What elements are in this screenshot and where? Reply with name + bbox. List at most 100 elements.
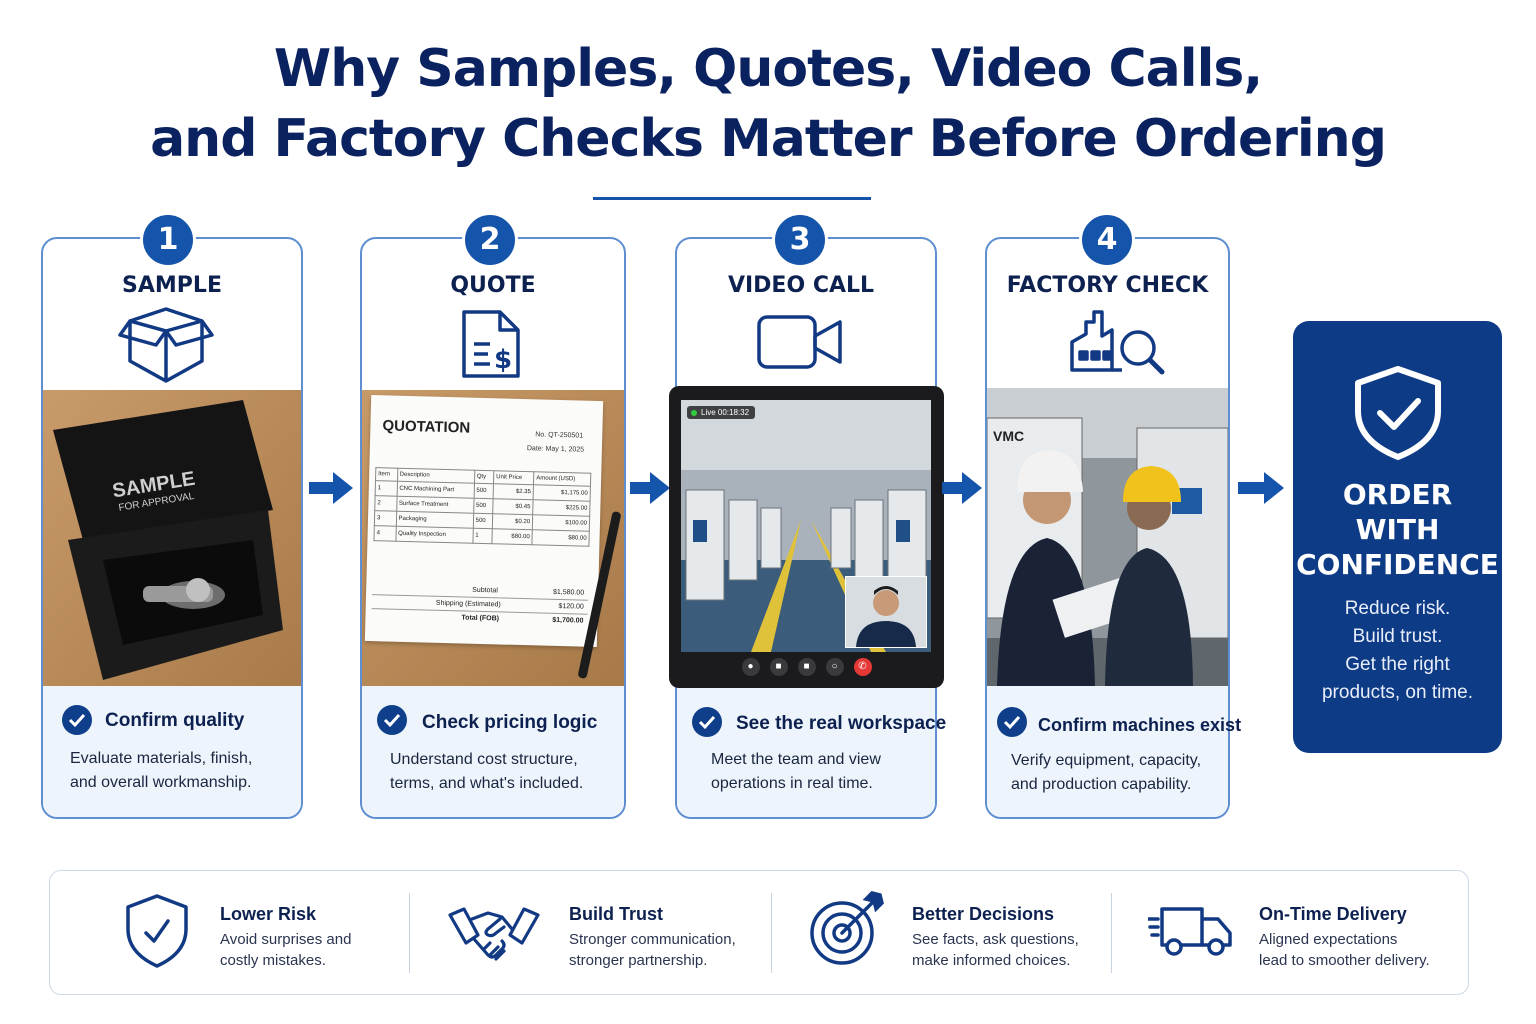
benefit-desc-line: costly mistakes. <box>220 952 326 969</box>
delivery-truck-icon <box>1146 905 1234 962</box>
step-heading-factory-check: Confirm machines exist <box>1038 715 1242 735</box>
final-title-line: ORDER <box>1342 478 1453 511</box>
check-icon <box>692 707 722 737</box>
step-desc-sample: Evaluate materials, finish, and overall … <box>70 747 252 795</box>
quotation-cell: $225.00 <box>532 499 591 517</box>
factory-search-icon <box>1068 306 1166 381</box>
step-title-quote: QUOTE <box>450 273 536 298</box>
step-number-2: 2 <box>462 212 518 268</box>
benefit-desc-build-trust: Stronger communication, stronger partner… <box>569 929 736 971</box>
total-value: $1,700.00 <box>552 616 584 625</box>
quotation-photo: QUOTATION No. QT-250501 Date: May 1, 202… <box>362 390 624 686</box>
microphone-icon[interactable]: ● <box>741 658 760 676</box>
arrow-right-icon <box>628 468 672 513</box>
benefit-desc-line: Avoid surprises and <box>220 931 352 948</box>
quotation-cell: 3 <box>374 510 397 527</box>
step-desc-factory-check: Verify equipment, capacity, and producti… <box>1011 749 1201 797</box>
check-icon <box>377 705 407 735</box>
benefit-desc-line: make informed choices. <box>912 952 1071 969</box>
end-call-icon[interactable]: ✆ <box>853 658 872 676</box>
order-with-confidence-panel: ORDER WITH CONFIDENCE Reduce risk. Build… <box>1293 321 1502 753</box>
step-desc-line: Evaluate materials, finish, <box>70 750 253 767</box>
title-line-1: Why Samples, Quotes, Video Calls, <box>273 39 1263 99</box>
step-number-4: 4 <box>1079 212 1135 268</box>
title-line-2: and Factory Checks Matter Before Orderin… <box>150 109 1387 169</box>
benefit-desc-line: Stronger communication, <box>569 931 736 948</box>
step-desc-video-call: Meet the team and view operations in rea… <box>711 748 881 796</box>
final-title-line: CONFIDENCE <box>1296 548 1499 581</box>
total-label: Total (FOB) <box>461 614 500 623</box>
quotation-cell: 500 <box>473 498 494 514</box>
target-icon <box>808 891 884 972</box>
check-icon <box>997 707 1027 737</box>
step-desc-line: Understand cost structure, <box>390 751 578 768</box>
quotation-number: No. QT-250501 <box>535 431 584 440</box>
step-title-sample: SAMPLE <box>122 273 222 298</box>
title-underline <box>593 197 871 200</box>
live-timer-badge: Live 00:18:32 <box>687 406 756 419</box>
open-box-icon <box>118 305 214 390</box>
final-subtitle: Reduce risk. Build trust. Get the right … <box>1293 595 1502 707</box>
final-subtitle-line: Get the right <box>1345 654 1450 675</box>
step-heading-video-call: See the real workspace <box>736 713 947 734</box>
handshake-icon <box>448 905 540 970</box>
step-desc-line: and production capability. <box>1011 776 1192 793</box>
machine-label: VMC <box>993 428 1025 444</box>
quotation-column-header: Item <box>375 467 398 482</box>
quotation-cell: $2.35 <box>493 483 534 500</box>
final-subtitle-line: Reduce risk. <box>1344 598 1451 619</box>
final-title-line: WITH <box>1355 513 1440 546</box>
factory-inspection-photo: VMC <box>987 388 1228 686</box>
self-view-thumbnail <box>845 576 927 648</box>
final-subtitle-line: products, on time. <box>1321 682 1474 703</box>
svg-text:$: $ <box>494 345 512 375</box>
benefit-title-build-trust: Build Trust <box>569 904 663 924</box>
quotation-cell: Quality Inspection <box>395 526 473 544</box>
quotation-column-header: Unit Price <box>493 470 534 485</box>
quotation-cell: 1 <box>375 480 398 497</box>
quotation-cell: $80.00 <box>491 528 533 545</box>
benefits-strip: Lower Risk Avoid surprises and costly mi… <box>49 870 1469 995</box>
benefit-desc-line: stronger partnership. <box>569 952 708 969</box>
quotation-cell: $0.45 <box>492 498 534 515</box>
subtotal-label: Subtotal <box>472 586 498 595</box>
quotation-cell: 1 <box>472 528 493 544</box>
screen-share-icon[interactable]: ■ <box>797 658 816 676</box>
quotation-date: Date: May 1, 2025 <box>526 445 585 454</box>
quotation-cell: 500 <box>473 483 494 499</box>
shipping-value: $120.00 <box>558 602 584 611</box>
quotation-cell: $0.20 <box>492 513 533 530</box>
quotation-cell: $100.00 <box>532 514 590 532</box>
page-title: Why Samples, Quotes, Video Calls, and Fa… <box>0 34 1536 174</box>
more-options-icon[interactable]: ○ <box>825 658 844 676</box>
step-desc-line: Verify equipment, capacity, <box>1011 752 1202 769</box>
step-desc-quote: Understand cost structure, terms, and wh… <box>390 748 583 796</box>
camera-icon[interactable]: ■ <box>769 658 788 676</box>
quotation-cell: $1,175.00 <box>533 484 591 502</box>
video-call-tablet: Live 00:18:32 ● ■ ■ ○ ✆ <box>669 386 944 688</box>
step-title-video-call: VIDEO CALL <box>727 273 875 298</box>
quotation-cell: 4 <box>373 525 396 542</box>
arrow-right-icon <box>307 468 355 513</box>
quotation-title: QUOTATION <box>382 417 471 437</box>
quotation-cell: 2 <box>374 495 397 512</box>
arrow-right-icon <box>940 468 984 513</box>
benefit-desc-lower-risk: Avoid surprises and costly mistakes. <box>220 929 351 971</box>
video-camera-icon <box>756 314 844 375</box>
arrow-right-icon <box>1236 468 1286 513</box>
step-desc-line: and overall workmanship. <box>70 774 252 791</box>
quotation-sheet: QUOTATION No. QT-250501 Date: May 1, 202… <box>364 395 604 647</box>
quotation-column-header: Qty <box>474 470 494 484</box>
check-icon <box>62 705 92 735</box>
benefit-desc-better-decisions: See facts, ask questions, make informed … <box>912 929 1079 971</box>
step-heading-sample: Confirm quality <box>105 710 245 731</box>
final-subtitle-line: Build trust. <box>1352 626 1443 647</box>
benefit-title-on-time-delivery: On-Time Delivery <box>1259 904 1407 924</box>
live-timer-text: Live 00:18:32 <box>701 408 750 417</box>
shield-check-icon <box>1352 365 1444 466</box>
benefit-title-better-decisions: Better Decisions <box>912 904 1055 924</box>
call-controls: ● ■ ■ ○ ✆ <box>669 658 944 680</box>
step-heading-quote: Check pricing logic <box>422 712 598 733</box>
final-title: ORDER WITH CONFIDENCE <box>1293 477 1502 582</box>
